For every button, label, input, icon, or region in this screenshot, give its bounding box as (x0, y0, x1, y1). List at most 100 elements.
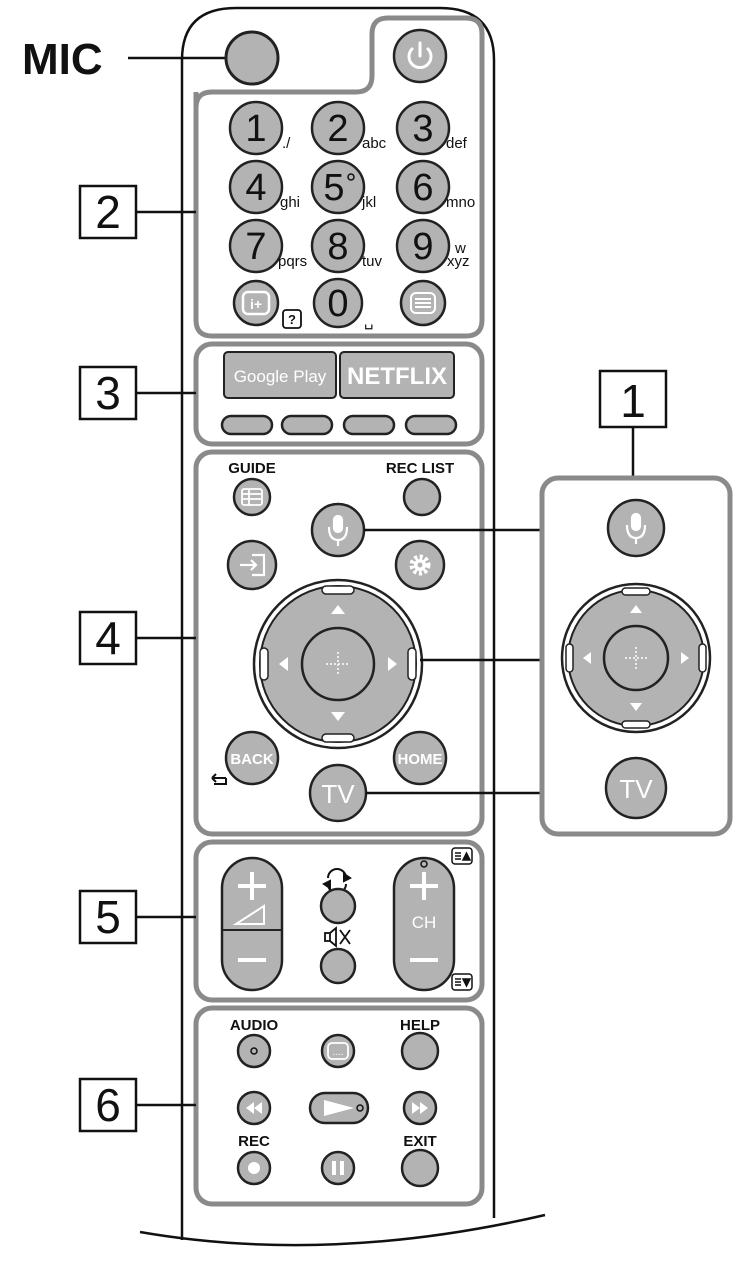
voice-search-button[interactable] (310, 502, 366, 558)
svg-text:....: .... (332, 1047, 343, 1058)
svg-text:6: 6 (412, 167, 433, 209)
color-button-green[interactable] (280, 414, 334, 436)
panel-left-arrow-icon (583, 652, 591, 664)
fast-forward-icon (412, 1102, 428, 1114)
key-1[interactable]: 1./ (228, 100, 291, 156)
exit-label: EXIT (403, 1133, 436, 1150)
key-6[interactable]: 6 mno (395, 159, 475, 215)
pause-button[interactable] (320, 1150, 356, 1186)
dpad[interactable] (252, 578, 424, 750)
text-page-down-icon (451, 973, 473, 991)
svg-text:2: 2 (95, 186, 121, 238)
svg-text:w: w (454, 240, 466, 257)
help-label: HELP (400, 1017, 440, 1034)
info-plus-icon: i+ (241, 290, 271, 316)
section-4-frame (193, 449, 485, 837)
jump-button[interactable] (319, 887, 357, 925)
callout-2: 2 (78, 184, 138, 240)
color-button-yellow[interactable] (342, 414, 396, 436)
svg-text:8: 8 (327, 226, 348, 268)
svg-text:?: ? (288, 312, 296, 327)
color-button-red[interactable] (220, 414, 274, 436)
svg-text:TV: TV (619, 774, 653, 804)
mute-button[interactable] (319, 947, 357, 985)
text-page-up-icon (451, 847, 473, 865)
guide-button[interactable] (232, 477, 272, 517)
dpad-up-arrow-icon (331, 605, 345, 614)
rec-list-button[interactable] (402, 477, 442, 517)
exit-button[interactable] (400, 1148, 440, 1188)
callout-1-number: 1 (620, 375, 646, 427)
svg-text:Google Play: Google Play (234, 367, 327, 386)
svg-text:5: 5 (323, 167, 344, 209)
callout-5: 5 (78, 889, 138, 945)
svg-text:4: 4 (245, 167, 266, 209)
callout-6: 6 (78, 1077, 138, 1133)
mute-icon (324, 926, 351, 948)
rec-button[interactable] (236, 1150, 272, 1186)
audio-button[interactable] (236, 1033, 272, 1069)
settings-button[interactable] (394, 539, 446, 591)
rec-icon (248, 1162, 260, 1174)
rewind-button[interactable] (236, 1090, 272, 1126)
color-button-blue[interactable] (404, 414, 458, 436)
panel-right-arrow-icon (681, 652, 689, 664)
netflix-button[interactable]: NETFLIX (339, 351, 455, 399)
svg-text:5: 5 (95, 891, 121, 943)
panel-up-arrow-icon (630, 605, 642, 613)
dpad-right-ridge (407, 647, 417, 681)
svg-text:mno: mno (446, 194, 475, 211)
section-5-frame (193, 839, 485, 1003)
guide-label: GUIDE (228, 460, 276, 477)
mic-label: MIC (22, 35, 103, 84)
dpad-up-ridge (321, 585, 355, 595)
power-icon (407, 41, 433, 69)
volume-wedge-icon (232, 904, 265, 925)
svg-text:1: 1 (245, 108, 266, 150)
panel-tv-button[interactable]: TV (604, 756, 668, 820)
tv-button[interactable]: TV (308, 763, 368, 823)
channel-plus-icon (410, 872, 438, 900)
svg-text:4: 4 (95, 612, 121, 664)
help-button[interactable] (400, 1031, 440, 1071)
google-play-button[interactable]: Google Play (223, 351, 337, 399)
panel-voice-search-button[interactable] (606, 498, 666, 558)
channel-rocker[interactable]: CH (392, 856, 456, 992)
dpad-left-ridge (259, 647, 269, 681)
svg-text:6: 6 (95, 1079, 121, 1131)
play-button[interactable] (308, 1091, 370, 1125)
home-button[interactable]: HOME (392, 730, 448, 786)
teletext-button[interactable] (399, 279, 447, 327)
play-tactile-dot (356, 1104, 364, 1112)
volume-plus-icon (238, 872, 266, 900)
audio-label: AUDIO (230, 1017, 279, 1034)
dpad-down-ridge (321, 733, 355, 743)
input-button[interactable] (226, 539, 278, 591)
panel-dpad[interactable] (560, 582, 712, 734)
back-button[interactable]: BACK (224, 730, 280, 786)
microphone-icon (327, 514, 349, 546)
panel-down-arrow-icon (630, 703, 642, 711)
subtitle-button[interactable]: .... (320, 1033, 356, 1069)
key-0[interactable]: 0␣ (312, 277, 374, 330)
svg-text:BACK: BACK (230, 751, 273, 768)
channel-tactile-dot (420, 860, 428, 868)
svg-text:jkl: jkl (361, 194, 376, 211)
guide-icon (241, 488, 263, 506)
volume-rocker[interactable] (220, 856, 284, 992)
svg-text:9: 9 (412, 226, 433, 268)
key-5[interactable]: 5 jkl (310, 159, 376, 215)
callout-4: 4 (78, 610, 138, 666)
svg-text:0: 0 (327, 283, 348, 325)
fast-forward-button[interactable] (402, 1090, 438, 1126)
power-button[interactable] (392, 28, 448, 84)
info-button[interactable]: i+ ? (232, 279, 302, 329)
callout-1-box (598, 369, 668, 429)
